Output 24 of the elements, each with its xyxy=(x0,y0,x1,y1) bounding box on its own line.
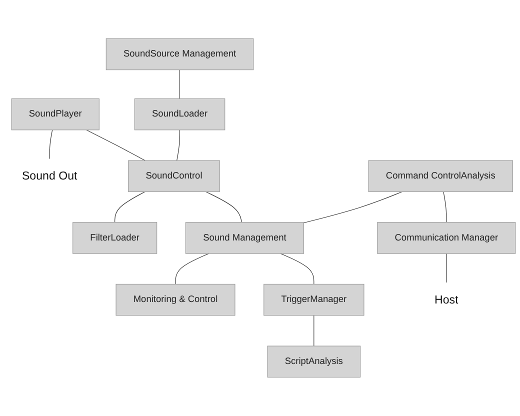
node-text: Sound Out xyxy=(22,170,78,183)
connector xyxy=(176,130,180,161)
node-box: Sound Management xyxy=(185,222,304,254)
node-box: ScriptAnalysis xyxy=(267,346,361,378)
node-box: SoundControl xyxy=(128,160,220,192)
node-box: SoundPlayer xyxy=(11,98,100,130)
connector xyxy=(446,253,447,283)
node-text: Host xyxy=(434,294,458,306)
node-box: Monitoring & Control xyxy=(116,284,236,316)
connector xyxy=(206,192,242,223)
node-box: Communication Manager xyxy=(377,222,516,254)
node-box: SoundSource Management xyxy=(106,38,254,70)
connector xyxy=(49,130,53,160)
node-box: Command ControlAnalysis xyxy=(368,160,513,192)
connector xyxy=(443,192,447,223)
connector xyxy=(114,192,146,223)
connector xyxy=(280,253,314,285)
connector xyxy=(175,253,210,285)
connector xyxy=(303,192,402,224)
connector xyxy=(179,70,180,100)
connector xyxy=(86,130,146,161)
node-box: SoundLoader xyxy=(134,98,226,130)
node-box: FilterLoader xyxy=(72,222,158,254)
node-box: TriggerManager xyxy=(264,284,364,316)
